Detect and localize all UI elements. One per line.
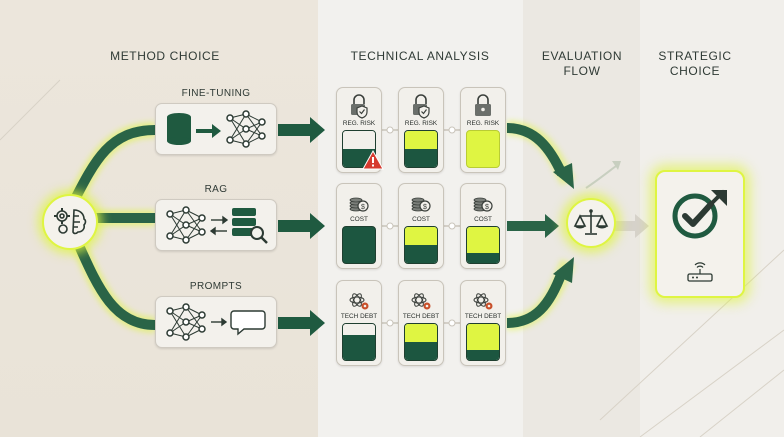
metric-label: REG. RISK <box>342 120 376 127</box>
metric-card-reg-risk-fine-tuning[interactable]: REG. RISK <box>336 87 382 173</box>
method-card-fine-tuning[interactable] <box>155 103 277 155</box>
header-strategic-line2: CHOICE <box>669 64 721 78</box>
metric-level-high <box>342 226 376 264</box>
header-method-choice: METHOD CHOICE <box>110 49 220 63</box>
lock-shield-icon <box>351 94 368 119</box>
metric-label: TECH DEBT <box>340 313 378 320</box>
svg-text:$: $ <box>423 204 427 211</box>
method-card-prompts[interactable] <box>155 296 277 348</box>
gears-network-icon <box>473 293 493 310</box>
metric-label: COST <box>350 216 368 223</box>
svg-text:$: $ <box>361 204 365 211</box>
lock-icon <box>475 94 491 116</box>
header-evaluation-line1: EVALUATION <box>541 49 623 63</box>
metric-card-cost-prompts[interactable]: $ COST <box>460 183 506 269</box>
gears-brain-icon <box>54 208 87 235</box>
header-evaluation-line2: FLOW <box>563 64 601 78</box>
metric-level-medium <box>404 130 438 168</box>
gears-network-icon <box>411 293 431 310</box>
database-to-network-icon <box>167 110 266 148</box>
metric-label: REG. RISK <box>404 120 438 127</box>
metric-label: COST <box>412 216 430 223</box>
method-card-rag[interactable] <box>155 199 277 251</box>
warning-icon <box>362 149 384 170</box>
method-label-fine-tuning: FINE-TUNING <box>181 88 251 99</box>
metric-level-low <box>466 226 500 264</box>
metric-label: TECH DEBT <box>402 313 440 320</box>
metric-label: REG. RISK <box>466 120 500 127</box>
metric-card-reg-risk-rag[interactable]: REG. RISK <box>398 87 444 173</box>
metric-card-tech-debt-prompts[interactable]: TECH DEBT <box>460 280 506 366</box>
metric-card-cost-fine-tuning[interactable]: $ COST <box>336 183 382 269</box>
metric-level-high <box>342 323 376 361</box>
header-strategic-choice: STRATEGIC CHOICE <box>640 49 750 79</box>
check-trend-arrow-icon <box>672 190 727 239</box>
coins-icon: $ <box>473 197 493 212</box>
router-icon <box>687 262 713 282</box>
method-label-rag: RAG <box>204 184 228 195</box>
metric-label: COST <box>474 216 492 223</box>
coins-icon: $ <box>411 197 431 212</box>
gears-network-icon <box>349 293 369 310</box>
header-strategic-line1: STRATEGIC <box>658 49 732 63</box>
balance-scale-icon <box>573 209 609 235</box>
strategic-choice-card[interactable] <box>655 170 745 298</box>
method-label-prompts: PROMPTS <box>189 281 243 292</box>
origin-node <box>42 194 98 250</box>
metric-level-low <box>466 323 500 361</box>
network-to-chat-icon <box>166 303 266 341</box>
header-evaluation-flow: EVALUATION FLOW <box>528 49 636 79</box>
header-technical-analysis: TECHNICAL ANALYSIS <box>350 49 490 63</box>
metric-card-cost-rag[interactable]: $ COST <box>398 183 444 269</box>
metric-card-reg-risk-prompts[interactable]: REG. RISK <box>460 87 506 173</box>
metric-level-medium <box>404 323 438 361</box>
coins-icon: $ <box>349 197 369 212</box>
metric-label: TECH DEBT <box>464 313 502 320</box>
svg-text:$: $ <box>485 204 489 211</box>
network-retrieval-icon <box>166 206 268 244</box>
evaluation-node <box>566 198 616 248</box>
metric-card-tech-debt-fine-tuning[interactable]: TECH DEBT <box>336 280 382 366</box>
metric-card-tech-debt-rag[interactable]: TECH DEBT <box>398 280 444 366</box>
metric-level-medium <box>404 226 438 264</box>
lock-shield-icon <box>413 94 430 119</box>
metric-level-low <box>466 130 500 168</box>
